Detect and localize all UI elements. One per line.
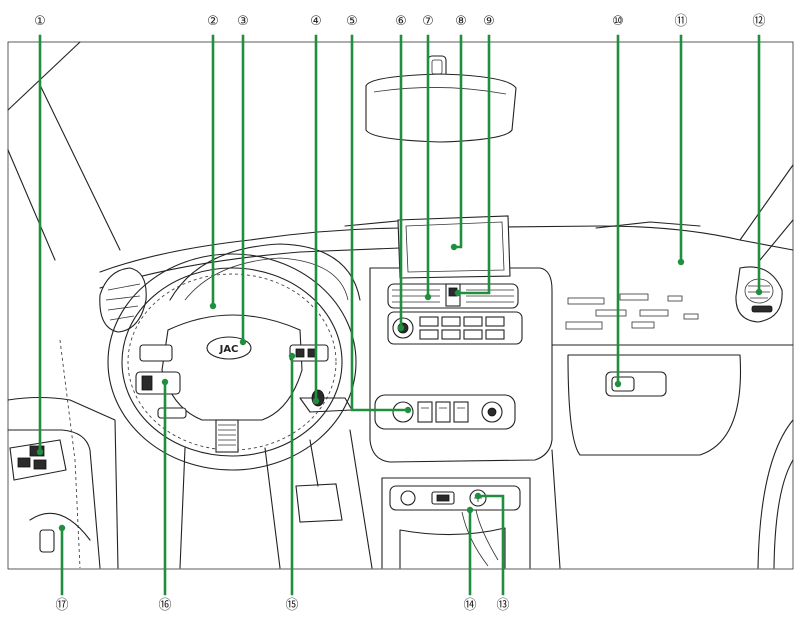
callout-14: ⑭ xyxy=(463,598,476,613)
leader-dot-12 xyxy=(755,288,763,296)
leader-dot-5 xyxy=(404,406,412,414)
leader-dot-9 xyxy=(454,289,462,297)
dashboard-line-art: JAC xyxy=(7,41,794,570)
callout-13: ⑬ xyxy=(496,598,509,613)
steering-column xyxy=(179,447,281,569)
right-a-pillar-edge xyxy=(759,219,794,261)
callout-labels: ① ② ③ ④ ⑤ ⑥ ⑦ ⑧ ⑨ ⑩ ⑪ ⑫ ⑬ ⑭ ⑮ ⑯ ⑰ xyxy=(34,14,765,613)
callout-12: ⑫ xyxy=(752,14,765,29)
leader-dot-4 xyxy=(312,397,320,405)
right-a-pillar xyxy=(739,164,794,241)
leader-dot-10 xyxy=(614,380,622,388)
leader-dot-13 xyxy=(474,492,482,500)
center-tunnel-right xyxy=(551,449,561,569)
leader-dot-1 xyxy=(36,448,44,456)
door-handle xyxy=(29,512,91,541)
left-a-pillar xyxy=(7,41,81,111)
callout-10: ⑩ xyxy=(612,14,624,29)
callout-3: ③ xyxy=(237,14,249,29)
pedal-arm xyxy=(309,439,319,487)
callout-9: ⑨ xyxy=(483,14,495,29)
left-a-pillar-edge xyxy=(39,84,121,251)
audio-control-panel xyxy=(387,311,523,345)
right-door-edge xyxy=(757,419,794,569)
leader-line-9 xyxy=(456,34,491,295)
callout-4: ④ xyxy=(310,14,322,29)
left-air-vent xyxy=(99,267,147,333)
callout-1: ① xyxy=(34,14,46,29)
callout-8: ⑧ xyxy=(455,14,467,29)
leader-dot-14 xyxy=(466,506,474,514)
dashboard-top-contour xyxy=(99,225,794,273)
callout-6: ⑥ xyxy=(395,14,407,29)
leader-dot-3 xyxy=(239,338,247,346)
callout-leader-lines xyxy=(36,34,763,596)
lower-console xyxy=(381,477,531,569)
leader-dot-2 xyxy=(209,302,217,310)
center-tunnel-left xyxy=(349,429,373,569)
steering-wheel: JAC xyxy=(107,253,357,471)
rear-view-mirror xyxy=(365,55,517,143)
leader-dot-7 xyxy=(424,293,432,301)
instrument-cluster-hood xyxy=(169,243,361,301)
leader-dot-6 xyxy=(397,324,405,332)
leader-dot-15 xyxy=(288,352,296,360)
callout-11: ⑪ xyxy=(674,14,687,29)
left-window-edge xyxy=(7,149,56,261)
accelerator-pedal xyxy=(295,483,343,523)
leader-dot-8 xyxy=(450,243,458,251)
leader-line-13 xyxy=(476,494,505,596)
callout-2: ② xyxy=(207,14,219,29)
right-door-inner xyxy=(773,459,794,569)
leader-dot-17 xyxy=(58,524,66,532)
climate-control-panel xyxy=(374,394,516,430)
instrument-cluster-inner xyxy=(184,257,349,301)
defrost-vent-right xyxy=(595,221,701,229)
callout-15: ⑮ xyxy=(285,598,298,613)
center-air-vents xyxy=(387,283,519,309)
callout-17: ⑰ xyxy=(55,598,68,613)
callout-16: ⑯ xyxy=(158,598,171,613)
passenger-trim-marks xyxy=(565,293,699,330)
leader-line-5 xyxy=(350,34,410,412)
logo-text: JAC xyxy=(219,344,239,355)
leader-dot-16 xyxy=(161,378,169,386)
callout-7: ⑦ xyxy=(422,14,434,29)
wiper-stalk xyxy=(299,397,353,413)
center-console xyxy=(369,267,553,463)
glovebox xyxy=(567,354,742,456)
callout-5: ⑤ xyxy=(346,14,358,29)
ignition-switch xyxy=(311,389,325,407)
leader-dot-11 xyxy=(677,258,685,266)
